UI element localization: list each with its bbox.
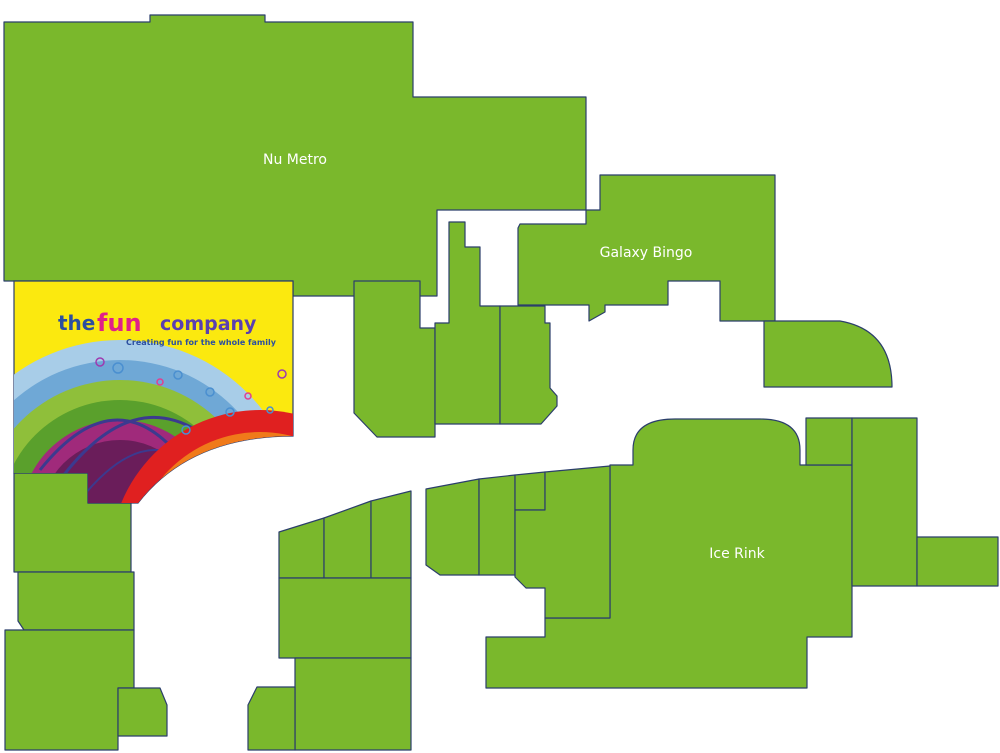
logo-word-the: the xyxy=(58,311,95,335)
unit-left-2[interactable] xyxy=(323,500,372,579)
unit-block-r2[interactable] xyxy=(805,417,853,466)
unit-left-5[interactable] xyxy=(294,657,412,751)
unit-left-3[interactable] xyxy=(370,490,412,579)
unit-block-r4[interactable] xyxy=(916,536,999,587)
unit-mid-2[interactable] xyxy=(478,474,516,576)
unit-mid-1[interactable] xyxy=(425,478,480,576)
unit-block-c3[interactable] xyxy=(499,305,558,425)
unit-block-r1[interactable] xyxy=(763,320,893,388)
unit-mid-3[interactable] xyxy=(514,471,546,511)
label-ice-rink: Ice Rink xyxy=(709,546,765,562)
unit-mid-4[interactable] xyxy=(514,465,611,619)
unit-ice-rink[interactable] xyxy=(485,418,853,689)
logo-word-company: company xyxy=(160,313,257,335)
label-galaxy-bingo: Galaxy Bingo xyxy=(600,245,693,261)
unit-block-c1[interactable] xyxy=(353,280,436,438)
unit-far-left-3[interactable] xyxy=(4,629,135,751)
unit-far-left-2[interactable] xyxy=(17,571,135,631)
unit-block-c2[interactable] xyxy=(434,221,501,425)
unit-left-1[interactable] xyxy=(278,517,325,579)
label-nu-metro: Nu Metro xyxy=(263,152,327,168)
logo-word-fun: fun xyxy=(97,309,142,337)
unit-galaxy-bingo[interactable] xyxy=(517,174,776,322)
unit-left-4[interactable] xyxy=(278,577,412,659)
unit-far-left-4[interactable] xyxy=(117,687,168,737)
unit-block-r3[interactable] xyxy=(851,417,918,587)
unit-left-6[interactable] xyxy=(247,686,296,751)
logo-tagline: Creating fun for the whole family xyxy=(126,338,277,347)
